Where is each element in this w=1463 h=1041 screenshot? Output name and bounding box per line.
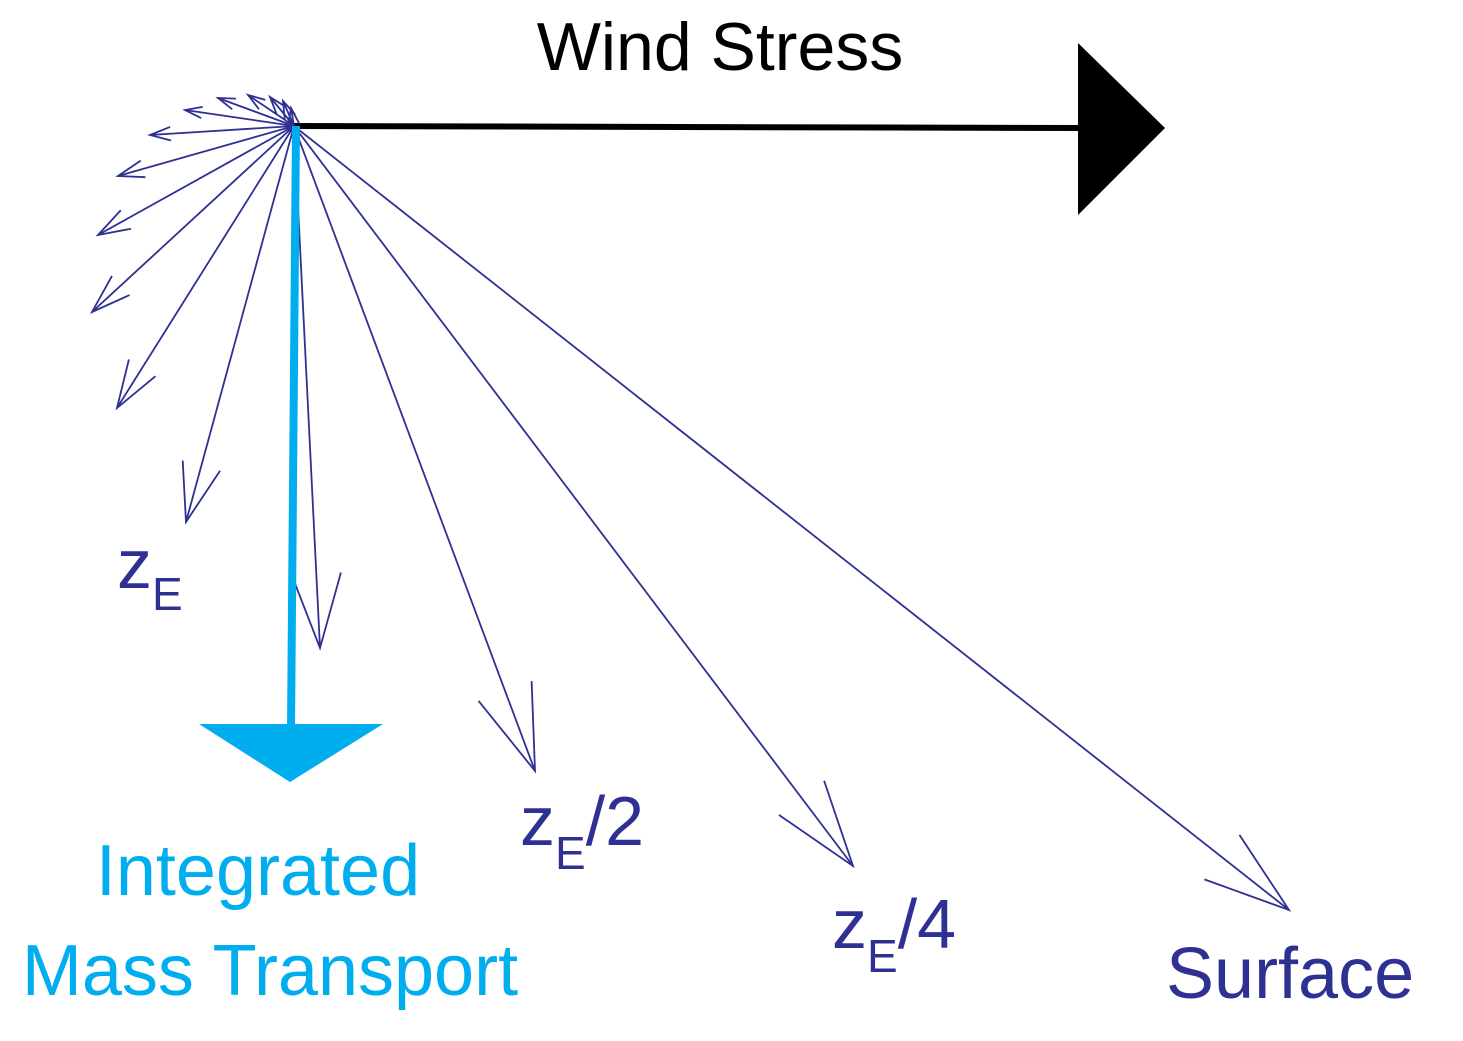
spiral-arrow — [245, 93, 295, 127]
label-ze-quarter: zE/4 — [832, 885, 956, 982]
spiral-arrow-head — [147, 126, 172, 142]
spiral-arrow-shaft — [247, 94, 295, 127]
label-ze-half-base: z — [520, 782, 555, 860]
spiral-arrow-shaft — [117, 125, 295, 177]
spiral-arrow — [287, 105, 301, 127]
wind-stress-shaft — [291, 123, 1083, 131]
spiral-arrow-head — [89, 275, 130, 314]
spiral-arrow-head — [115, 359, 157, 411]
spiral-arrow-head — [477, 681, 537, 774]
ekman-spiral-arrows — [89, 93, 1292, 912]
spiral-arrow — [293, 125, 1292, 912]
transport-shaft — [287, 125, 300, 729]
label-ze-half-suffix: /2 — [586, 782, 644, 860]
label-ze-base: z — [117, 525, 152, 603]
spiral-arrow-shaft — [290, 107, 295, 127]
label-ze: zE — [117, 525, 183, 620]
spiral-arrow-shaft — [91, 125, 295, 313]
spiral-arrow — [182, 105, 295, 127]
spiral-arrow — [268, 94, 295, 127]
spiral-arrow-shaft — [149, 125, 295, 136]
spiral-arrow — [95, 125, 295, 237]
spiral-arrow-head — [287, 105, 301, 126]
spiral-arrow — [293, 125, 537, 774]
label-ze-half: zE/2 — [520, 782, 644, 879]
spiral-arrow-shaft — [293, 125, 1290, 911]
integrated-transport-arrow — [199, 125, 383, 782]
spiral-arrow-shaft — [116, 125, 295, 409]
spiral-arrow-head — [181, 460, 221, 525]
spiral-arrow-head — [215, 97, 237, 110]
spiral-arrow — [115, 125, 295, 411]
label-ze-quarter-suffix: /4 — [898, 885, 956, 963]
spiral-arrow-head — [290, 572, 342, 651]
label-integrated: Integrated — [96, 831, 420, 911]
spiral-arrow-shaft — [185, 125, 295, 523]
spiral-arrow-shaft — [282, 100, 295, 127]
spiral-arrow-head — [245, 93, 266, 110]
label-ze-sub: E — [152, 568, 183, 620]
spiral-arrow-shaft — [269, 96, 295, 127]
label-mass-transport: Mass Transport — [22, 931, 518, 1011]
transport-arrowhead — [199, 724, 383, 782]
spiral-arrow-head — [115, 159, 146, 179]
spiral-arrow — [215, 97, 295, 127]
spiral-arrow — [181, 125, 295, 525]
wind-stress-arrow — [291, 43, 1165, 215]
spiral-arrow-shaft — [217, 97, 295, 127]
spiral-arrow — [293, 125, 855, 869]
spiral-arrow-head — [1204, 834, 1292, 912]
label-ze-quarter-sub: E — [867, 930, 898, 982]
spiral-arrow-shaft — [97, 125, 295, 236]
spiral-arrow-head — [182, 105, 203, 119]
label-ze-quarter-base: z — [832, 885, 867, 963]
spiral-arrow-head — [95, 209, 132, 237]
wind-stress-arrowhead — [1078, 43, 1165, 215]
spiral-arrow — [89, 125, 295, 314]
label-surface: Surface — [1166, 934, 1414, 1014]
spiral-arrow-shaft — [293, 125, 536, 772]
spiral-arrow — [115, 125, 295, 179]
spiral-arrow-shaft — [184, 109, 295, 127]
spiral-arrow-head — [778, 780, 855, 869]
wind-stress-title: Wind Stress — [537, 9, 904, 85]
spiral-arrow-shaft — [293, 125, 854, 867]
spiral-arrow — [147, 125, 295, 142]
label-ze-half-sub: E — [555, 827, 586, 879]
spiral-arrow-head — [268, 94, 286, 115]
